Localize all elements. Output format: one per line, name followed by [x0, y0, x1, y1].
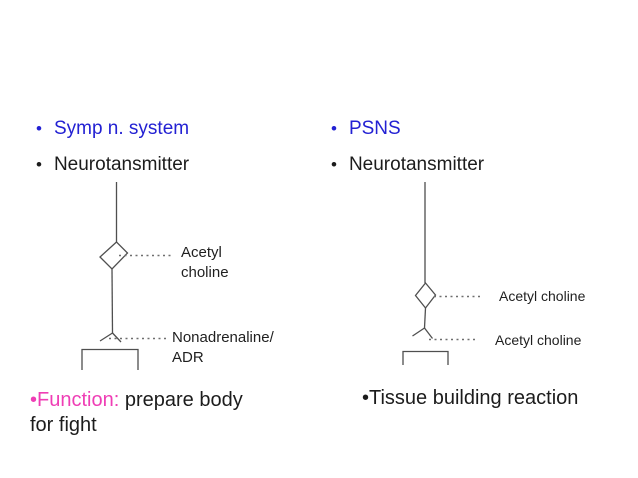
function-prefix: •Function: — [30, 389, 120, 411]
psns-bullet-list: • PSNS • Neurotansmitter — [331, 118, 484, 190]
psns-function-text: •Tissue building reaction — [362, 387, 579, 409]
symp-bullet-list: • Symp n. system • Neurotansmitter — [36, 118, 189, 190]
symp-effector-bracket — [81, 348, 139, 370]
symp-neurotransmitter-bullet-row: • Neurotansmitter — [36, 154, 189, 176]
bullet-icon: • — [331, 155, 337, 174]
symp-neuron-diagram — [81, 182, 172, 370]
symp-system-label: Symp n. system — [53, 118, 190, 139]
psns-synapse-neurotransmitter-label: Acetyl choline — [499, 288, 586, 304]
psns-neurotransmitter-label: Neurotansmitter — [348, 154, 485, 175]
psns-terminal-neurotransmitter-label: Acetyl choline — [495, 332, 582, 348]
psns-neurotransmitter-bullet-row: • Neurotansmitter — [331, 154, 484, 176]
bullet-icon: • — [36, 119, 42, 138]
label-line: Nonadrenaline/ — [172, 329, 274, 346]
symp-postganglionic-axon-line — [111, 268, 114, 334]
psns-postganglionic-axon-line — [423, 307, 427, 329]
symp-neurotransmitter-label: Neurotansmitter — [53, 154, 190, 175]
symp-terminal-neurotransmitter-label: Nonadrenaline/ ADR — [172, 328, 274, 368]
psns-effector-bracket — [402, 350, 449, 365]
label-line: Acetyl — [181, 244, 222, 261]
psns-ganglion-synapse-diamond — [414, 281, 437, 310]
symp-function-text: •Function: prepare body for fight — [30, 388, 266, 438]
psns-label: PSNS — [348, 118, 401, 139]
psns-axon-terminal-fork — [412, 327, 434, 339]
symp-ganglion-synapse-diamond — [99, 241, 129, 270]
label-line: ADR — [172, 349, 204, 366]
psns-neuron-diagram — [402, 182, 481, 365]
psns-bullet-row: • PSNS — [331, 118, 484, 140]
bullet-icon: • — [36, 155, 42, 174]
symp-system-bullet-row: • Symp n. system — [36, 118, 189, 140]
function-body: prepare body for fight — [30, 389, 243, 436]
label-line: choline — [181, 264, 229, 281]
symp-axon-terminal-fork — [99, 332, 122, 343]
symp-synapse-neurotransmitter-label: Acetyl choline — [181, 243, 229, 283]
bullet-icon: • — [331, 119, 337, 138]
